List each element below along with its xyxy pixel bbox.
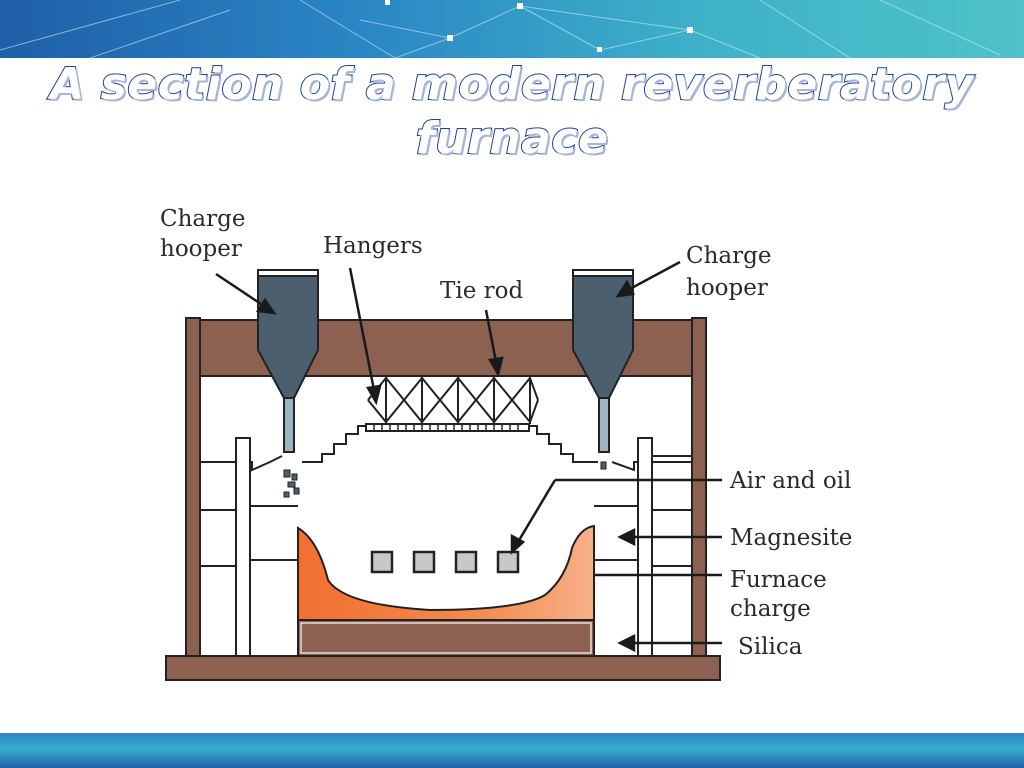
label-tie-rod: Tie rod: [440, 278, 523, 304]
diagram-labels: Charge hooper Hangers Tie rod Charge hoo…: [160, 206, 852, 660]
right-frame-post: [691, 317, 707, 657]
label-charge-hooper-right-line1: Charge: [686, 243, 771, 269]
burner-port: [454, 550, 478, 574]
label-magnesite: Magnesite: [730, 525, 852, 551]
label-charge-hooper-left-line2: hooper: [160, 236, 242, 262]
top-banner: [0, 0, 1024, 58]
left-frame-post: [185, 317, 201, 657]
falling-charge-particles: [283, 461, 607, 498]
label-charge-hooper-left-line1: Charge: [160, 206, 245, 232]
roof-bricks: [200, 423, 692, 472]
bottom-banner: [0, 733, 1024, 768]
hearth: [297, 524, 595, 657]
label-silica: Silica: [738, 634, 803, 660]
hangers-truss: [367, 375, 539, 424]
charge-hopper-right: [572, 269, 634, 453]
air-oil-burners: [370, 550, 520, 574]
left-buckstay: [235, 437, 251, 657]
label-charge-hooper-right-line2: hooper: [686, 275, 768, 301]
base-plate: [165, 655, 721, 681]
burner-port: [370, 550, 394, 574]
network-pattern-decoration: [0, 0, 1001, 58]
leader-arrows: [215, 260, 722, 653]
silica-bed: [297, 619, 595, 657]
label-air-and-oil: Air and oil: [729, 468, 851, 494]
burner-port: [496, 550, 520, 574]
label-furnace-charge-line1: Furnace: [730, 567, 827, 593]
right-buckstay: [637, 437, 653, 657]
furnace-charge-bath: [297, 524, 595, 621]
charge-hopper-left: [257, 269, 319, 453]
label-furnace-charge-line2: charge: [730, 596, 811, 622]
side-walls: [199, 437, 693, 657]
label-hangers: Hangers: [323, 233, 423, 259]
slide-title: A section of a modern reverberatory furn…: [49, 58, 974, 165]
burner-port: [412, 550, 436, 574]
